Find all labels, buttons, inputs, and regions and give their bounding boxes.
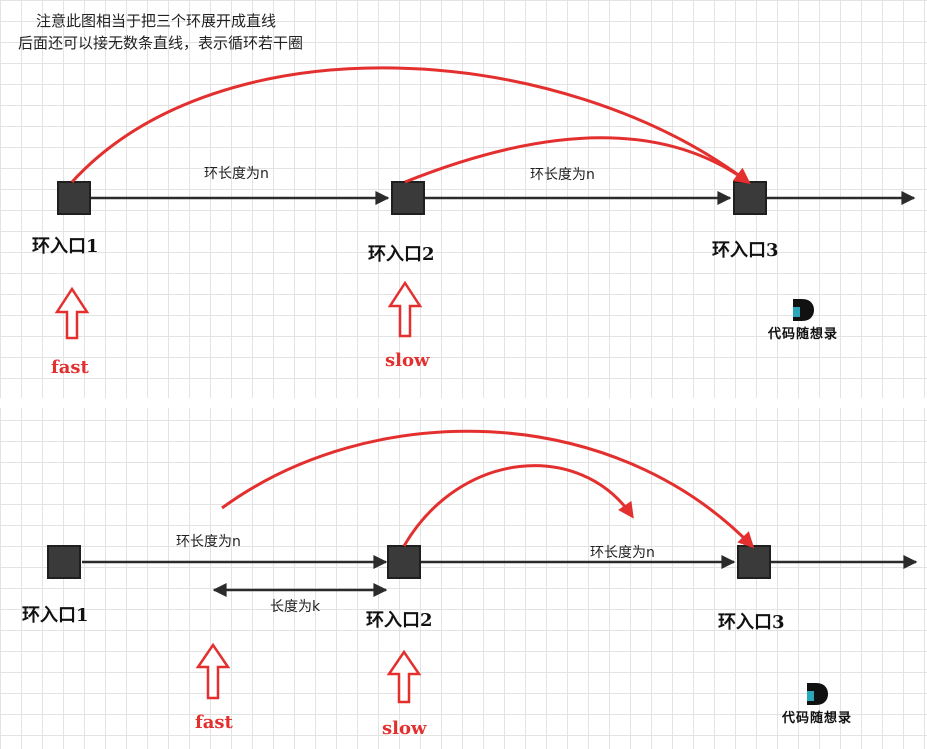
bottom-node-2: [387, 545, 421, 579]
bottom-logo: 代码随想录: [762, 681, 872, 726]
bottom-entry-label-2: 环入口2: [366, 610, 433, 631]
bottom-length-label-1: 环长度为n: [176, 534, 241, 550]
note-line-2: 后面还可以接无数条直线，表示循环若干圈: [18, 34, 304, 52]
bottom-entry-label-3: 环入口3: [718, 612, 785, 633]
bottom-k-label: 长度为k: [270, 599, 321, 615]
bottom-slow-pointer-arrow: [386, 649, 422, 704]
note-text: 注意此图相当于把三个环展开成直线 后面还可以接无数条直线，表示循环若干圈: [18, 10, 438, 54]
top-fast-pointer-arrow: [54, 286, 90, 340]
bottom-entry-label-1: 环入口1: [22, 605, 89, 626]
top-fast-jump-arrow: [70, 66, 751, 184]
top-node-1: [57, 181, 91, 215]
bottom-fast-pointer-arrow: [195, 642, 231, 700]
top-slow-jump-arrow: [404, 136, 751, 184]
top-slow-label: slow: [385, 350, 430, 371]
top-entry-label-3: 环入口3: [712, 240, 779, 261]
bottom-node-1: [47, 545, 81, 579]
top-length-label-2: 环长度为n: [530, 167, 595, 183]
top-logo-text: 代码随想录: [767, 327, 838, 342]
panel-divider: [0, 398, 927, 408]
top-node-2: [391, 181, 425, 215]
top-slow-pointer-arrow: [387, 280, 423, 338]
bottom-length-label-2: 环长度为n: [590, 545, 655, 561]
bottom-slow-jump-arrow: [402, 464, 634, 547]
bottom-fast-jump-arrow: [221, 429, 755, 549]
bottom-slow-label: slow: [382, 718, 427, 739]
top-length-label-1: 环长度为n: [204, 166, 269, 182]
top-entry-label-1: 环入口1: [32, 236, 99, 257]
bottom-node-3: [737, 545, 771, 579]
top-logo: 代码随想录: [748, 297, 858, 342]
top-entry-label-2: 环入口2: [368, 244, 435, 265]
top-node-3: [733, 181, 767, 215]
top-fast-label: fast: [51, 357, 89, 378]
bottom-fast-label: fast: [195, 712, 233, 733]
note-line-1: 注意此图相当于把三个环展开成直线: [36, 12, 277, 30]
bottom-logo-text: 代码随想录: [781, 711, 852, 726]
bottom-logo-d-icon: [807, 683, 828, 705]
top-logo-d-icon: [793, 299, 814, 321]
